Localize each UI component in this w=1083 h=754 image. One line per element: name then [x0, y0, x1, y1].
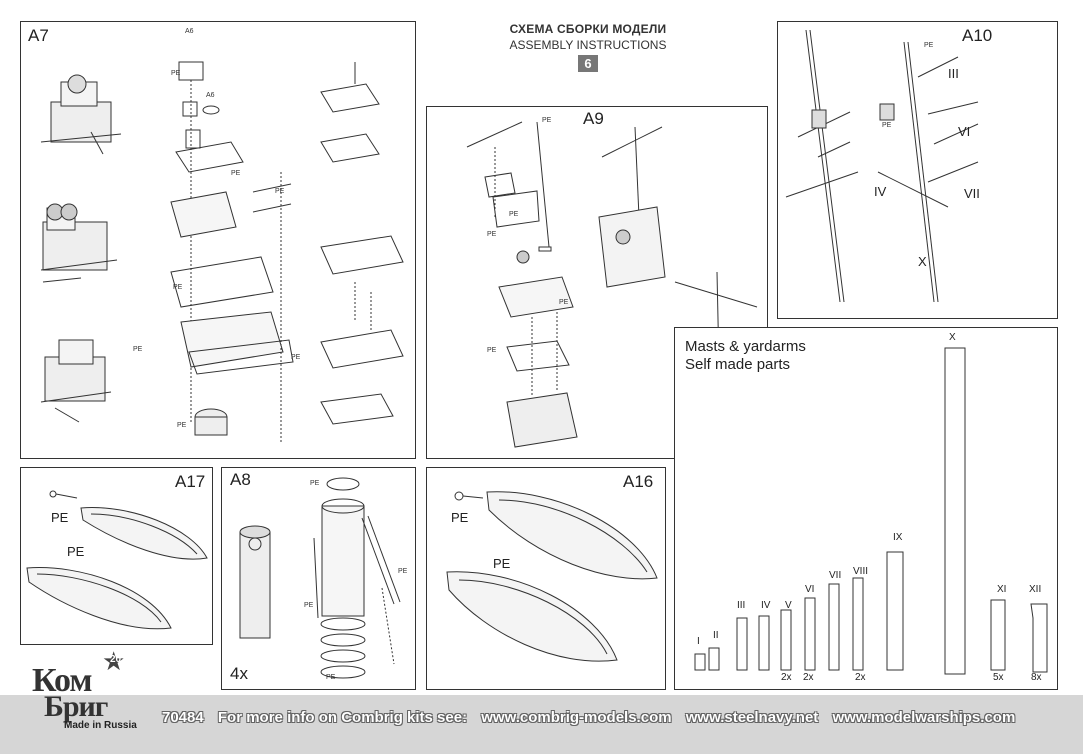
kit-number: 70484 [162, 709, 204, 726]
a7-tag-pe-3: PE [275, 188, 285, 195]
a7-assembled-view-2 [40, 203, 118, 283]
panel-a16: A16 PE PE [426, 467, 666, 690]
sheet-header: СХЕМА СБОРКИ МОДЕЛИ ASSEMBLY INSTRUCTION… [478, 22, 698, 73]
part-qty-10: 5x [993, 672, 1004, 683]
footer-info: For more info on Combrig kits see: [217, 709, 468, 726]
a10-label-vii: VII [964, 186, 980, 201]
panel-a16-label: A16 [623, 472, 654, 491]
panel-a10: A10 PE PE III VI IV VII [777, 21, 1058, 319]
a9-tag-pe-3: PE [487, 231, 497, 238]
a10-tag-pe-2: PE [882, 122, 892, 129]
panel-masts-yardarms: Masts & yardarms Self made parts I II II… [674, 327, 1058, 690]
logo-line-2: Бриг [44, 690, 108, 723]
panel-a8-label: A8 [230, 470, 251, 489]
part-qty-5: 2x [803, 672, 814, 683]
part-label-5: VI [805, 584, 815, 595]
a10-tag-pe-1: PE [924, 42, 934, 49]
a16-tag-pe-1: PE [451, 510, 469, 525]
a7-tag-a6-mid: A6 [206, 92, 215, 99]
part-label-0: I [697, 636, 700, 647]
footer-text: 70484 For more info on Combrig kits see:… [162, 709, 1025, 726]
a10-label-iv: IV [874, 184, 887, 199]
panel-a10-label: A10 [962, 26, 993, 45]
a7-exploded-view [170, 61, 294, 442]
panel-a9-label: A9 [583, 109, 604, 128]
panel-a8: A8 PE PE PE PE 4x [221, 467, 416, 690]
panel-a17-label: A17 [175, 472, 206, 491]
a8-tag-pe-1: PE [310, 480, 320, 487]
part-label-8: IX [893, 532, 903, 543]
a16-drawing [446, 491, 658, 662]
masts-title-1: Masts & yardarms [685, 338, 806, 355]
a10-label-vi: VI [958, 124, 971, 139]
a7-assembled-view-1 [40, 74, 122, 155]
part-label-7: VIII [853, 566, 869, 577]
footer-link-modelwarships[interactable]: www.modelwarships.com [832, 709, 1016, 726]
part-label-4: V [785, 600, 792, 611]
a8-tag-pe-2: PE [398, 568, 408, 575]
masts-parts-drawing [694, 347, 1048, 675]
part-qty-4: 2x [781, 672, 792, 683]
a9-tag-pe-2: PE [509, 211, 519, 218]
page-number-badge: 6 [578, 55, 598, 72]
logo-line-1: Ком [32, 662, 92, 699]
a9-tag-pe-5: PE [487, 347, 497, 354]
part-label-11: XII [1029, 584, 1042, 595]
star-icon: ★ [102, 646, 126, 676]
a16-tag-pe-2: PE [493, 556, 511, 571]
a10-label-iii: III [948, 66, 959, 81]
a7-tag-pe-6: PE [291, 354, 301, 361]
title-english: ASSEMBLY INSTRUCTIONS [509, 38, 667, 52]
part-qty-11: 8x [1031, 672, 1042, 683]
a7-tag-pe-1: PE [171, 70, 181, 77]
title-russian: СХЕМА СБОРКИ МОДЕЛИ [509, 22, 667, 36]
part-label-3: IV [761, 600, 771, 611]
a17-tag-pe-1: PE [51, 510, 69, 525]
footer-bar: 70484 For more info on Combrig kits see:… [0, 695, 1083, 754]
a17-drawing [26, 490, 208, 630]
a7-drawing [40, 61, 404, 442]
a8-tag-pe-4: PE [326, 674, 336, 681]
a7-tag-pe-4: PE [173, 284, 183, 291]
a10-label-x: X [918, 254, 927, 269]
panel-a17: A17 PE PE [20, 467, 213, 645]
footer-link-steelnavy[interactable]: www.steelnavy.net [685, 709, 819, 726]
part-label-10: XI [997, 584, 1007, 595]
part-label-1: II [713, 630, 719, 641]
logo-badge: 20 [110, 654, 122, 665]
made-in-russia: Made in Russia [64, 720, 137, 731]
a9-tag-pe-1: PE [542, 117, 552, 124]
combrig-logo: ★ 20 Ком Бриг Made in Russia [18, 640, 158, 740]
a17-tag-pe-2: PE [67, 544, 85, 559]
panel-a7-label: A7 [28, 26, 49, 45]
a8-drawing [239, 477, 401, 679]
panel-a7: A7 [20, 21, 416, 459]
footer-link-combrig[interactable]: www.combrig-models.com [481, 709, 672, 726]
masts-title-2: Self made parts [685, 356, 791, 373]
a7-tag-pe-2: PE [231, 170, 241, 177]
a8-tag-pe-3: PE [304, 602, 314, 609]
a10-drawing [785, 29, 979, 303]
a7-subassemblies [320, 62, 404, 425]
a7-tag-pe-5: PE [133, 346, 143, 353]
part-label-2: III [737, 600, 746, 611]
a8-quantity: 4x [230, 664, 248, 683]
part-label-6: VII [829, 570, 842, 581]
part-label-9: X [949, 332, 956, 343]
a7-assembled-view-3 [40, 339, 112, 423]
part-qty-7: 2x [855, 672, 866, 683]
a7-tag-a6-top: A6 [185, 28, 194, 35]
a7-tag-pe-7: PE [177, 422, 187, 429]
a9-tag-pe-4: PE [559, 299, 569, 306]
